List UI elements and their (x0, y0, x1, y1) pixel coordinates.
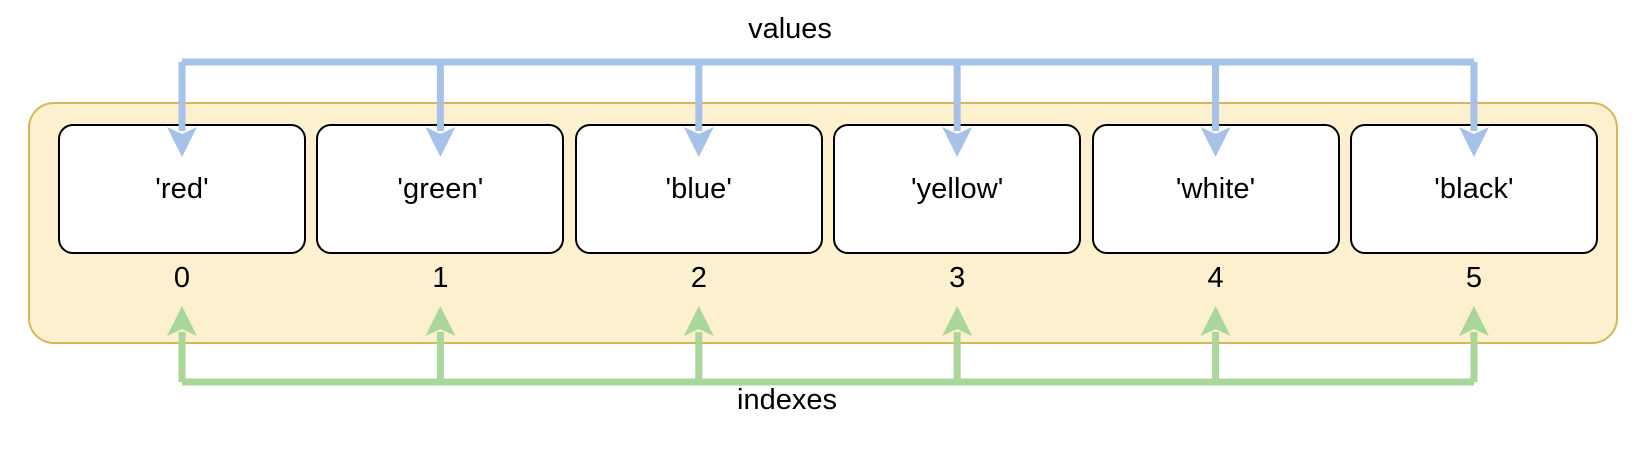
array-cell-value: 'red' (155, 172, 209, 205)
array-index-slot-5: 5 (1350, 256, 1598, 300)
array-cells: 'red' 'green' 'blue' 'yellow' 'white' 'b… (58, 124, 1598, 254)
indexes-caption: indexes (737, 384, 837, 416)
array-cell-3[interactable]: 'yellow' (833, 124, 1082, 254)
array-index-slot-3: 3 (833, 256, 1081, 300)
array-cell-value: 'white' (1175, 172, 1256, 205)
array-index-label: 1 (432, 261, 449, 294)
array-index-label: 4 (1207, 261, 1224, 294)
array-cell-value: 'green' (397, 172, 484, 205)
values-caption: values (748, 13, 832, 45)
array-index-slot-2: 2 (575, 256, 823, 300)
array-index-row: 0 1 2 3 4 5 (58, 256, 1598, 300)
array-cell-0[interactable]: 'red' (58, 124, 306, 254)
array-index-slot-0: 0 (58, 256, 306, 300)
array-cell-5[interactable]: 'black' (1349, 124, 1598, 254)
array-index-label: 0 (173, 261, 191, 294)
array-cell-value: 'blue' (665, 172, 733, 205)
array-cell-4[interactable]: 'white' (1091, 124, 1340, 254)
array-cell-value: 'yellow' (910, 172, 1004, 205)
array-index-label: 3 (949, 261, 966, 294)
array-index-label: 5 (1465, 261, 1483, 294)
array-index-slot-4: 4 (1092, 256, 1340, 300)
array-cell-1[interactable]: 'green' (316, 124, 565, 254)
array-cell-value: 'black' (1434, 172, 1514, 205)
array-cell-2[interactable]: 'blue' (574, 124, 823, 254)
array-index-label: 2 (690, 261, 707, 294)
array-index-slot-1: 1 (316, 256, 564, 300)
